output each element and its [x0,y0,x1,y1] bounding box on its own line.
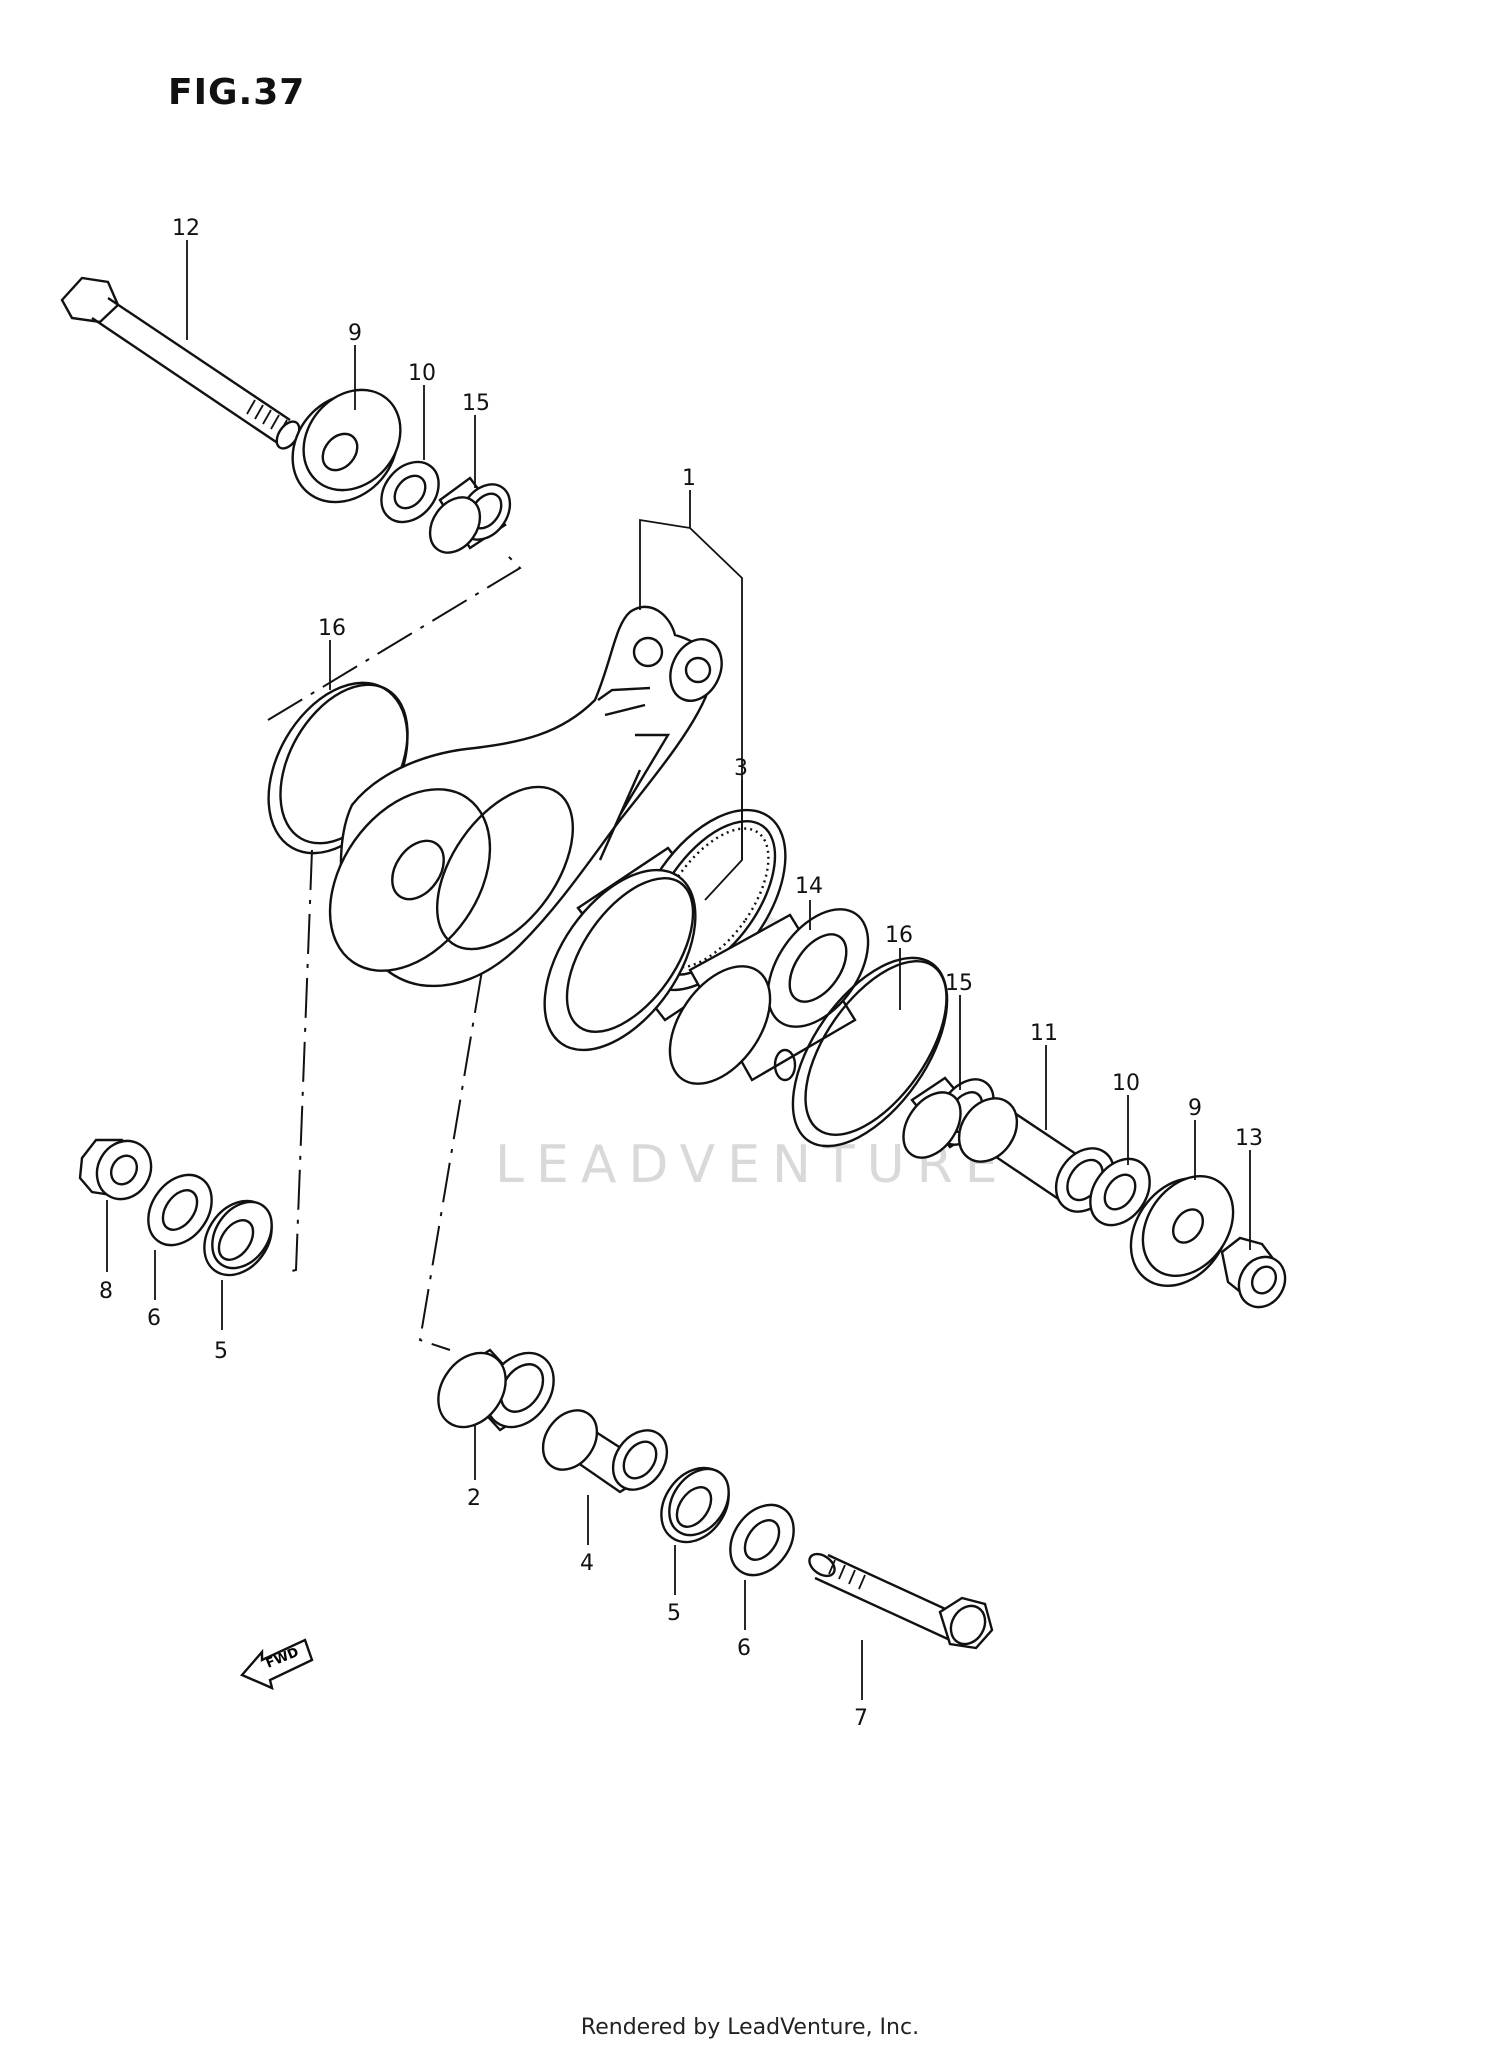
callout-3: 3 [734,756,748,781]
callout-9-right: 9 [1188,1096,1202,1121]
part-6-washer-left [147,1173,213,1247]
callout-15-right: 15 [945,971,973,996]
callout-12: 12 [172,216,200,241]
callout-10-right: 10 [1112,1071,1140,1096]
part-5-seal-left [203,1199,273,1277]
callout-8: 8 [99,1279,113,1304]
guide-line-left [287,849,313,1273]
part-2-needle-bearing [437,1348,555,1432]
part-15-bearing-top [428,476,512,554]
fwd-direction-arrow: FWD [240,1638,314,1691]
callout-6-left: 6 [147,1306,161,1331]
part-1-cushion-lever [328,605,723,988]
callout-14: 14 [795,874,823,899]
callout-6-lower: 6 [737,1636,751,1661]
part-14-spacer [668,908,870,1085]
callout-4: 4 [580,1551,594,1576]
part-5-seal-lower [660,1466,730,1544]
callout-13: 13 [1235,1126,1263,1151]
figure-title: FIG.37 [168,72,306,113]
part-9-washer-right [1129,1174,1235,1287]
part-12-bolt [60,276,301,450]
part-13-nut [1220,1236,1287,1309]
part-4-collar [541,1409,669,1494]
part-16-oring-right [791,956,949,1148]
part-7-bolt [808,1552,994,1650]
callout-1: 1 [682,466,696,491]
callout-15-top: 15 [462,391,490,416]
callout-16-left: 16 [318,616,346,641]
callout-10-top: 10 [408,361,436,386]
callout-16-right: 16 [885,923,913,948]
part-8-nut [78,1138,153,1201]
callout-7: 7 [854,1706,868,1731]
part-10-washer-top [380,460,440,524]
callout-5-left: 5 [214,1339,228,1364]
part-9-washer-top [291,388,402,504]
guide-line-top [267,552,522,721]
callout-9-top: 9 [348,321,362,346]
part-10-washer-right [1089,1157,1151,1227]
callout-5-lower: 5 [667,1601,681,1626]
callout-11: 11 [1030,1021,1058,1046]
footer-credit: Rendered by LeadVenture, Inc. [580,2015,920,2040]
leader-lines [106,240,1251,1700]
callout-2: 2 [467,1486,481,1511]
part-6-washer-lower [729,1503,795,1577]
